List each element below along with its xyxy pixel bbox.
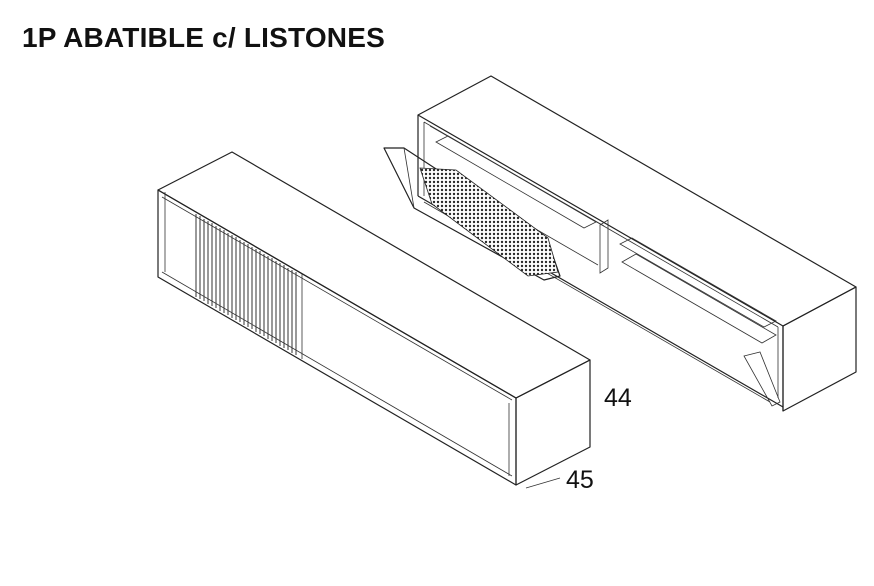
mesh-panel (419, 167, 559, 277)
open-cabinet-side (782, 286, 857, 412)
slat-panel (195, 214, 297, 355)
depth-indicator-line (525, 477, 561, 489)
open-cabinet-divider (599, 219, 609, 274)
closed-cabinet-side (515, 359, 591, 486)
closed-cabinet (157, 151, 591, 486)
height-dimension-label: 44 (604, 384, 632, 412)
closed-cabinet-top (157, 151, 591, 399)
page-title: 1P ABATIBLE c/ LISTONES (22, 22, 385, 53)
depth-dimension-label: 45 (566, 466, 594, 494)
open-cabinet (383, 75, 857, 412)
